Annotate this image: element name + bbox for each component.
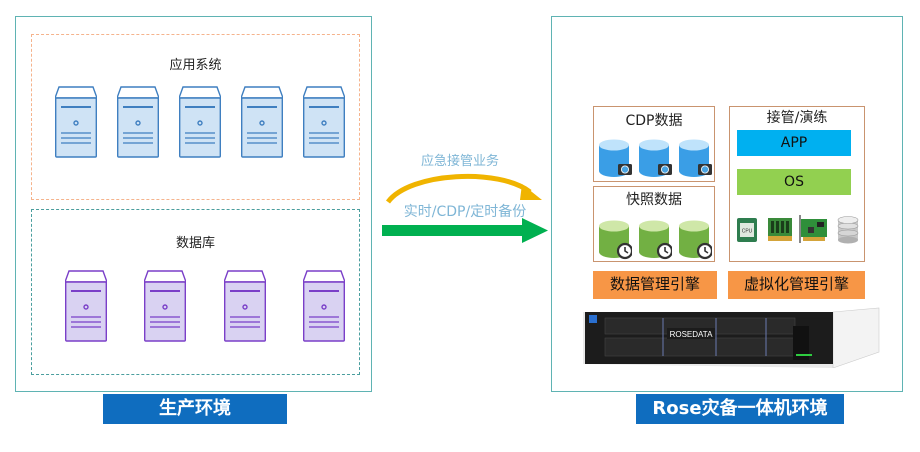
takeover-flow-label: 应急接管业务 bbox=[420, 154, 499, 169]
snapshot-database-row bbox=[598, 219, 714, 263]
virtualization-management-engine: 虚拟化管理引擎 bbox=[728, 271, 865, 299]
app-server-icon bbox=[178, 86, 222, 158]
database-server-icon bbox=[143, 270, 188, 342]
app-system-label: 应用系统 bbox=[169, 58, 222, 73]
appliance-brand-text: ROSEDATA bbox=[670, 330, 713, 339]
database-group bbox=[31, 209, 360, 375]
disk-icon bbox=[837, 216, 859, 244]
database-camera-icon bbox=[678, 138, 712, 180]
database-server-icon bbox=[222, 270, 267, 342]
backup-arrow bbox=[382, 218, 548, 243]
cpu-icon: CPU bbox=[737, 218, 757, 242]
backup-flow-label: 实时/CDP/定时备份 bbox=[403, 204, 527, 220]
app-server-row bbox=[54, 86, 346, 162]
app-server-icon bbox=[302, 86, 346, 158]
data-management-engine: 数据管理引擎 bbox=[593, 271, 717, 299]
db-server-row bbox=[64, 270, 346, 346]
rose-appliance-panel bbox=[551, 16, 903, 392]
database-clock-icon bbox=[598, 219, 634, 261]
database-clock-icon bbox=[678, 219, 714, 261]
production-panel bbox=[15, 16, 372, 392]
database-camera-icon bbox=[638, 138, 672, 180]
database-server-icon bbox=[302, 270, 346, 342]
database-clock-icon bbox=[638, 219, 674, 261]
database-camera-icon bbox=[598, 138, 632, 180]
svg-text:CPU: CPU bbox=[742, 229, 753, 235]
cdp-data-title: CDP数据 bbox=[625, 113, 683, 129]
rose-appliance-env-tag: Rose灾备一体机环境 bbox=[636, 394, 844, 424]
app-server-icon bbox=[54, 86, 98, 158]
memory-icon bbox=[768, 218, 792, 241]
app-system-group bbox=[31, 34, 360, 200]
app-layer: APP bbox=[737, 130, 851, 156]
takeover-arrow bbox=[385, 173, 542, 204]
production-env-tag: 生产环境 bbox=[103, 394, 287, 424]
database-server-icon bbox=[64, 270, 108, 342]
network-card-icon bbox=[799, 215, 827, 243]
app-server-icon bbox=[240, 86, 284, 158]
cdp-database-row bbox=[598, 138, 712, 182]
takeover-drill-title: 接管/演练 bbox=[766, 110, 828, 126]
database-label: 数据库 bbox=[175, 236, 215, 251]
rosedata-appliance-image: ROSEDATA bbox=[583, 307, 880, 368]
os-layer: OS bbox=[737, 169, 851, 195]
snapshot-data-title: 快照数据 bbox=[626, 192, 682, 208]
app-server-icon bbox=[116, 86, 160, 158]
